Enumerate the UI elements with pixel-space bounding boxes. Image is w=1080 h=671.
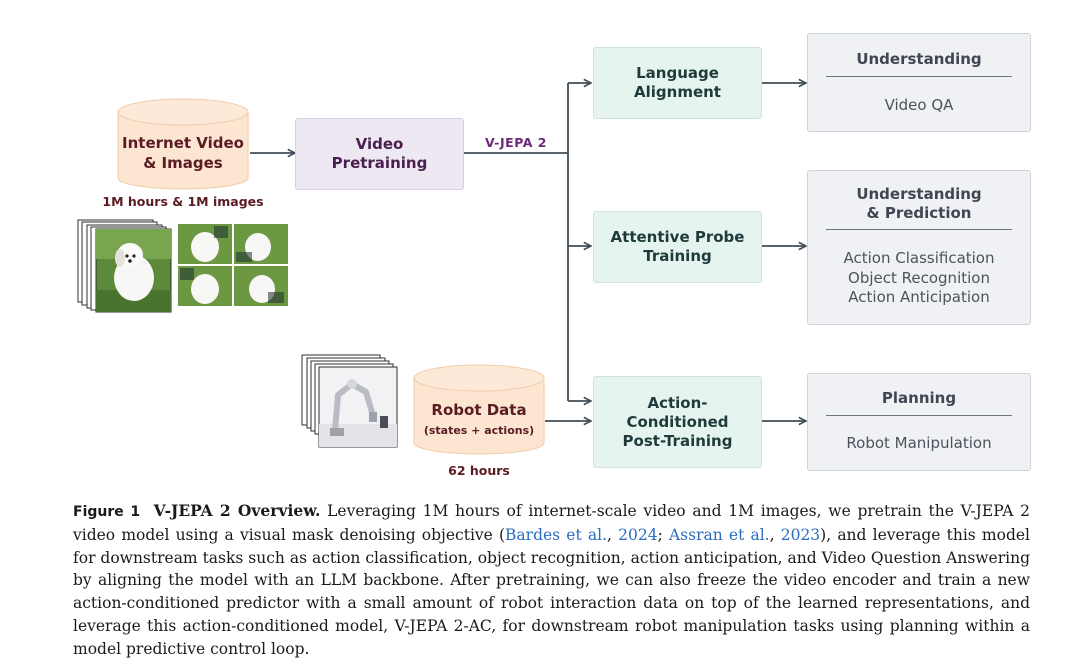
robot-data-subtitle: (states + actions) xyxy=(423,424,535,437)
output-planning-head: Planning xyxy=(881,389,957,407)
figure-label: Figure 1 xyxy=(73,504,141,520)
caption-sep-1: , xyxy=(607,525,619,544)
stage-attentive-probe-label: Attentive Probe Training xyxy=(610,228,745,265)
video-pretraining-label: Video Pretraining xyxy=(331,135,428,172)
stage-action-conditioned: Action- Conditioned Post-Training xyxy=(593,376,762,468)
robot-data-cylinder xyxy=(413,364,545,455)
output-planning-rule xyxy=(826,415,1012,416)
internet-data-cylinder xyxy=(117,98,249,190)
dog-video-frames xyxy=(77,219,172,313)
stage-action-conditioned-label: Action- Conditioned Post-Training xyxy=(622,393,733,450)
output-understanding-head: Understanding xyxy=(856,50,982,68)
vjepa2-edge-label: V-JEPA 2 xyxy=(485,135,547,150)
connector-arrows xyxy=(250,83,806,421)
output-understanding-body: Video QA xyxy=(884,96,954,114)
robot-data-label: Robot Data xyxy=(431,401,527,419)
output-understanding-prediction-rule xyxy=(826,229,1012,230)
citation-assran-authors[interactable]: Assran et al. xyxy=(668,525,770,544)
output-planning: Planning Robot Manipulation xyxy=(807,373,1031,471)
stage-attentive-probe: Attentive Probe Training xyxy=(593,211,762,283)
vjepa2-overview-figure: Internet Video & Images 1M hours & 1M im… xyxy=(77,0,1080,478)
internet-data-label: Internet Video & Images xyxy=(122,134,244,172)
output-planning-body: Robot Manipulation xyxy=(846,434,992,452)
internet-data-note: 1M hours & 1M images xyxy=(102,194,264,209)
output-understanding: Understanding Video QA xyxy=(807,33,1031,132)
output-understanding-prediction: Understanding & Prediction Action Classi… xyxy=(807,170,1031,325)
output-understanding-prediction-body: Action Classification Object Recognition… xyxy=(843,249,995,306)
robot-image-frames xyxy=(301,354,398,448)
masked-image-grid xyxy=(178,224,288,306)
video-pretraining-box: Video Pretraining xyxy=(295,118,464,190)
output-understanding-rule xyxy=(826,76,1012,77)
figure-caption: Figure 1 V-JEPA 2 Overview. Leveraging 1… xyxy=(73,500,1030,661)
output-understanding-prediction-head: Understanding & Prediction xyxy=(856,185,982,222)
caption-title: V-JEPA 2 Overview. xyxy=(153,501,321,520)
stage-language-alignment: Language Alignment xyxy=(593,47,762,119)
robot-data-note: 62 hours xyxy=(448,463,510,478)
citation-assran-year[interactable]: 2023 xyxy=(780,525,821,544)
stage-language-alignment-label: Language Alignment xyxy=(634,64,721,101)
caption-text-1: Leveraging 1M hours of internet-scale vi… xyxy=(73,502,1030,544)
caption-sep-3: , xyxy=(769,525,781,544)
figure-graphics xyxy=(77,0,1080,455)
citation-bardes-authors[interactable]: Bardes et al. xyxy=(505,525,608,544)
citation-bardes-year[interactable]: 2024 xyxy=(618,525,658,544)
caption-sep-2: ; xyxy=(657,525,669,544)
caption-text-2: ), and leverage this model for downstrea… xyxy=(73,525,1030,658)
